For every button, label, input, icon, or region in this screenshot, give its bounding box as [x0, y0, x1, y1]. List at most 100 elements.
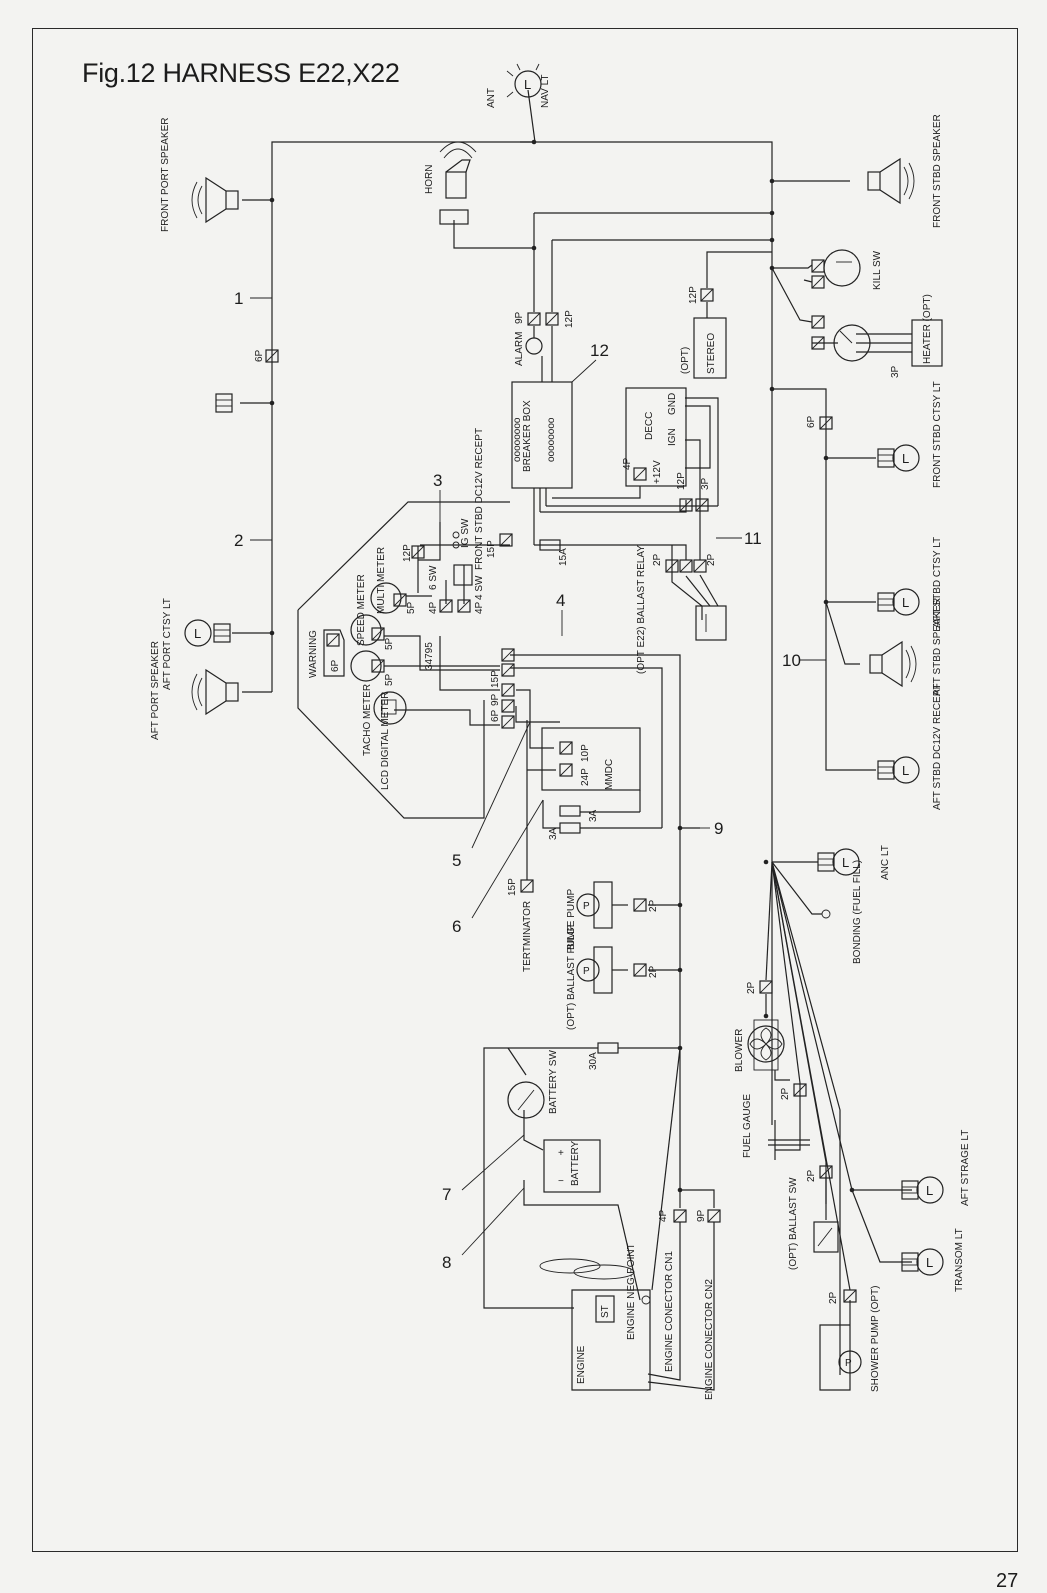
front-port-speaker: FRONT PORT SPEAKER	[160, 118, 239, 232]
bilge-pump: P 2P BILGE PUMP	[566, 881, 659, 950]
meters: MULTI METER 5P SPEED METER 5P 6P WARNING…	[308, 547, 435, 790]
svg-text:30A: 30A	[588, 1052, 599, 1070]
battery-icon	[543, 1139, 601, 1193]
ig-sw-label: IG SW	[460, 518, 471, 548]
svg-text:P: P	[845, 1358, 852, 1369]
aft-port-ctsy-lt: AFT PORT CTSY LT	[162, 598, 231, 690]
callout-9: 9	[714, 819, 723, 838]
connector-3p-label: 3P	[890, 365, 901, 378]
connector-icon	[215, 393, 233, 413]
callout-4: 4	[556, 591, 565, 610]
connector-4p-label: 4P	[428, 601, 439, 614]
page-number: 27	[996, 1570, 1019, 1592]
connector-4p-label-b: 4P	[474, 601, 485, 614]
anc-lt-label: ANC LT	[880, 845, 891, 880]
svg-text:2P: 2P	[706, 553, 717, 566]
multi-meter-label: MULTI METER	[376, 547, 387, 614]
terminator: 15P TERTMINATOR	[507, 878, 534, 972]
ballast-relay: 2P 2P (OPT E22) BALLAST RELAY 12P 3P	[636, 472, 727, 674]
svg-text:2P: 2P	[746, 981, 757, 994]
callout-6: 6	[452, 917, 461, 936]
ballast-relay-label: (OPT E22) BALLAST RELAY	[636, 545, 647, 674]
connector-5p-label-b: 5P	[384, 637, 395, 650]
svg-text:10P: 10P	[580, 744, 591, 762]
connector-12p-label: 12P	[688, 286, 699, 304]
shower-pump-label: SHOWER PUMP (OPT)	[870, 1286, 881, 1392]
stereo: STEREO (OPT) 12P	[680, 286, 727, 379]
connector-9p-label: 9P	[514, 311, 525, 324]
engine-label: ENGINE	[576, 1345, 587, 1384]
bilge-pump-label: BILGE PUMP	[566, 889, 577, 950]
svg-text:+: +	[558, 1148, 564, 1159]
breaker-box: BREAKER BOX oooooooo oooooooo	[511, 359, 597, 489]
aft-port-speaker-label: AFT PORT SPEAKER	[150, 641, 161, 740]
ant-label: ANT	[486, 88, 497, 108]
svg-text:4P: 4P	[658, 1209, 669, 1222]
speaker-icon	[191, 177, 239, 223]
lamp-icon	[184, 619, 212, 647]
callout-7: 7	[442, 1185, 451, 1204]
front-port-speaker-label: FRONT PORT SPEAKER	[160, 118, 171, 232]
callout-5: 5	[452, 851, 461, 870]
decc-unit: DECC GND IGN +12V 4P	[622, 387, 687, 487]
callout-10: 10	[782, 651, 801, 670]
svg-text:15P: 15P	[490, 670, 501, 688]
speaker-icon	[869, 641, 917, 687]
blower-label: BLOWER	[734, 1029, 745, 1072]
decc-ign-label: IGN	[667, 428, 678, 446]
front-stbd-speaker: FRONT STBD SPEAKER	[867, 114, 943, 228]
nav-light: NAV LT ANT	[486, 63, 551, 108]
front-stbd-speaker-label: FRONT STBD SPEAKER	[932, 114, 943, 228]
lamp-icon	[892, 588, 920, 616]
battery-label: BATTERY	[570, 1140, 581, 1186]
svg-text:6P: 6P	[490, 709, 501, 722]
engine-cn1-label: ENGINE CONECTOR CN1	[664, 1251, 675, 1372]
fuse-15a: 15A	[539, 539, 569, 566]
connector-5p-label: 5P	[406, 601, 417, 614]
4-sw-label: 4 SW	[474, 575, 485, 600]
connector-icon	[520, 879, 534, 893]
horn: HORN	[424, 141, 477, 225]
blower: 2P BLOWER	[734, 980, 785, 1072]
connector-12p-label: 12P	[564, 310, 575, 328]
callout-3: 3	[433, 471, 442, 490]
connector-icon	[700, 288, 714, 302]
horn-label: HORN	[424, 165, 435, 194]
code-34795-label: 34795	[424, 642, 435, 670]
svg-text:2P: 2P	[652, 553, 663, 566]
connector-stack: 15P 9P 6P	[490, 648, 515, 729]
decc-gnd-label: GND	[667, 393, 678, 415]
decc-12v-label: +12V	[652, 460, 663, 484]
6-sw-label: 6 SW	[428, 565, 439, 590]
switch-icon	[507, 1081, 545, 1119]
aft-strage-lt-label: AFT STRAGE LT	[960, 1130, 971, 1206]
callout-8: 8	[442, 1253, 451, 1272]
svg-text:2P: 2P	[780, 1087, 791, 1100]
callout-1: 1	[234, 289, 243, 308]
svg-text:3P: 3P	[700, 477, 711, 490]
pump-icon	[838, 1350, 862, 1374]
breaker-box-label: BREAKER BOX	[522, 400, 533, 472]
alarm-label: ALARM	[514, 332, 525, 366]
svg-text:9P: 9P	[490, 693, 501, 706]
ballast-pump: P 2P (OPT) BALLAST PUMP	[566, 924, 659, 1030]
st-label: ST	[600, 1305, 611, 1318]
transom-lt-label: TRANSOM LT	[954, 1228, 965, 1292]
aft-port-ctsy-lt-label: AFT PORT CTSY LT	[162, 598, 173, 690]
callouts: 1 2 3 4 5 6 9 10 11 12 7 8	[234, 289, 826, 1272]
switch-icon	[813, 1221, 839, 1253]
speaker-icon	[191, 669, 239, 715]
svg-text:12P: 12P	[676, 472, 687, 490]
svg-text:6P: 6P	[254, 349, 265, 362]
fuses-3a: 3A 3A	[548, 805, 599, 840]
dash-switches: 15P FRONT STBD DC12V RECEPT IG SW 4 SW 6…	[402, 428, 513, 614]
aft-stbd-dc12v-recept-label: AFT STBD DC12V RECEPT	[932, 683, 943, 810]
main-harness-wires	[232, 89, 912, 1391]
ballast-sw-label: (OPT) BALLAST SW	[788, 1177, 799, 1270]
connector-icon	[527, 312, 541, 326]
svg-text:15A: 15A	[558, 548, 569, 566]
connector-4p-label: 4P	[622, 457, 633, 470]
fuse-icon	[539, 539, 561, 551]
fuse-icon	[597, 1042, 619, 1054]
svg-text:2P: 2P	[648, 899, 659, 912]
